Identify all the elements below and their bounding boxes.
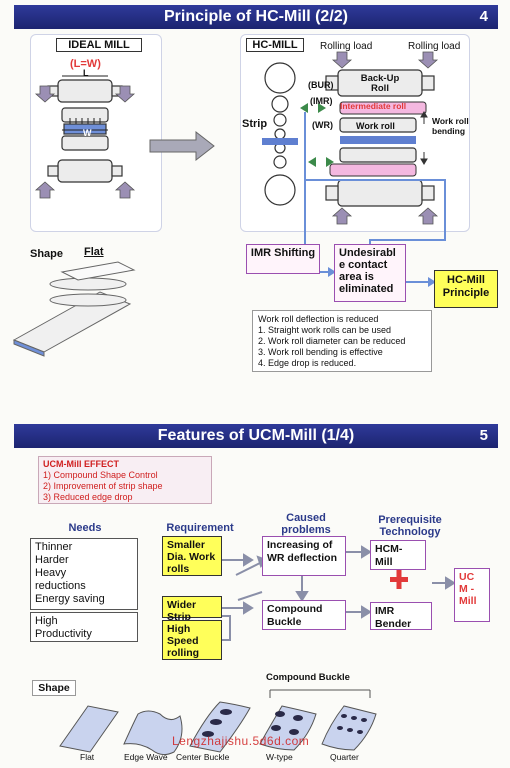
shape-label-center-buckle: Center Buckle xyxy=(176,752,230,762)
slide5-banner: Features of UCM-Mill (1/4) 5 xyxy=(14,424,498,448)
imr-shifting-box: IMR Shifting xyxy=(246,244,320,274)
work-roll-label: Work roll xyxy=(356,121,395,131)
need-item: Energy saving xyxy=(35,593,105,605)
imr-label: (IMR) xyxy=(310,96,333,106)
flat-shape-illustration xyxy=(12,261,136,357)
rolling-load-left-label: Rolling load xyxy=(320,41,373,52)
slide4-banner: Principle of HC-Mill (2/2) 4 xyxy=(14,5,498,29)
work-roll-bending-label: Work roll bending xyxy=(432,116,469,136)
effect-item: 2) Improvement of strip shape xyxy=(43,481,163,491)
strip-bar xyxy=(262,138,298,145)
tech-hcm-box: HCM- Mill xyxy=(370,540,426,570)
shape-label-quarter: Quarter xyxy=(330,752,359,762)
slide5-number: 5 xyxy=(479,427,488,444)
effect-title: UCM-Mill EFFECT xyxy=(43,459,119,469)
slide4-number: 4 xyxy=(479,8,488,25)
need-item: reductions xyxy=(35,580,86,592)
needs-header: Needs xyxy=(68,522,102,534)
slide5-title: Features of UCM-Mill (1/4) xyxy=(157,427,355,444)
effect-item: 3) Reduced edge drop xyxy=(43,492,133,502)
wr-label: (WR) xyxy=(312,120,333,130)
ideal-mill-diagram xyxy=(47,79,123,183)
hc-mill-principle-box: HC-Mill Principle xyxy=(434,270,498,308)
plus-sign xyxy=(390,570,408,589)
flat-label: Flat xyxy=(84,246,104,258)
needs-bottom-box: High Productivity xyxy=(30,612,138,642)
problem-wr-box: Increasing of WR deflection xyxy=(262,536,346,576)
slide4-title: Principle of HC-Mill (2/2) xyxy=(163,8,348,25)
prerequisite-header: Prerequisite Technology xyxy=(378,514,442,538)
req-wider-box: Wider Strip xyxy=(162,596,222,623)
ucm-result-box: UC M - Mill xyxy=(454,568,490,622)
hc-mill-label: HC-MILL xyxy=(246,38,304,52)
w-label: W xyxy=(83,128,92,138)
need-item: Thinner xyxy=(35,541,73,553)
effect-item: 1) Compound Shape Control xyxy=(43,470,158,480)
backup-roll-label: Back-Up Roll xyxy=(360,73,400,94)
strip-label: Strip xyxy=(242,118,268,130)
ucm-effect-box: UCM-Mill EFFECT 1) Compound Shape Contro… xyxy=(38,456,212,504)
rolling-load-right-label: Rolling load xyxy=(408,41,461,52)
notes-box: Work roll deflection is reduced 1. Strai… xyxy=(252,310,432,372)
shape-label-flat: Flat xyxy=(80,752,95,762)
lw-label: (L=W) xyxy=(70,58,101,70)
req-smaller-box: Smaller Dia. Work rolls xyxy=(162,536,222,576)
bur-label: (BUR) xyxy=(308,80,334,90)
need-item: Heavy xyxy=(35,567,67,579)
tech-imr-box: IMR Bender xyxy=(370,602,432,630)
needs-top-box: Thinner Harder Heavy reductions Energy s… xyxy=(30,538,138,610)
note-item: 2. Work roll diameter can be reduced xyxy=(258,336,406,346)
note-item: 4. Edge drop is reduced. xyxy=(258,358,357,368)
req-high-speed-box: High Speed rolling xyxy=(162,620,222,660)
shape-label-slide4: Shape xyxy=(30,248,64,260)
need-item: Harder xyxy=(35,554,69,566)
shape-label-edge-wave: Edge Wave xyxy=(124,752,168,762)
shape-label-w-type: W-type xyxy=(266,752,293,762)
need-item: Productivity xyxy=(35,628,92,640)
transition-arrow xyxy=(149,130,215,162)
problem-buckle-box: Compound Buckle xyxy=(262,600,346,630)
watermark: Lengzhajishu.5d6d.com xyxy=(172,734,310,748)
l-label: L xyxy=(83,68,89,78)
need-item: High xyxy=(35,615,58,627)
shape-label-slide5: Shape xyxy=(32,680,76,696)
ideal-mill-label: IDEAL MILL xyxy=(56,38,142,52)
compound-buckle-label: Compound Buckle xyxy=(266,672,350,683)
notes-title: Work roll deflection is reduced xyxy=(258,314,379,324)
intermediate-roll-label: Intermediate roll xyxy=(340,101,407,111)
note-item: 3. Work roll bending is effective xyxy=(258,347,383,357)
caused-problems-header: Caused problems xyxy=(281,512,331,536)
requirement-header: Requirement xyxy=(166,522,234,534)
undesirable-contact-box: Undesirabl e contact area is eliminated xyxy=(334,244,406,302)
note-item: 1. Straight work rolls can be used xyxy=(258,325,392,335)
